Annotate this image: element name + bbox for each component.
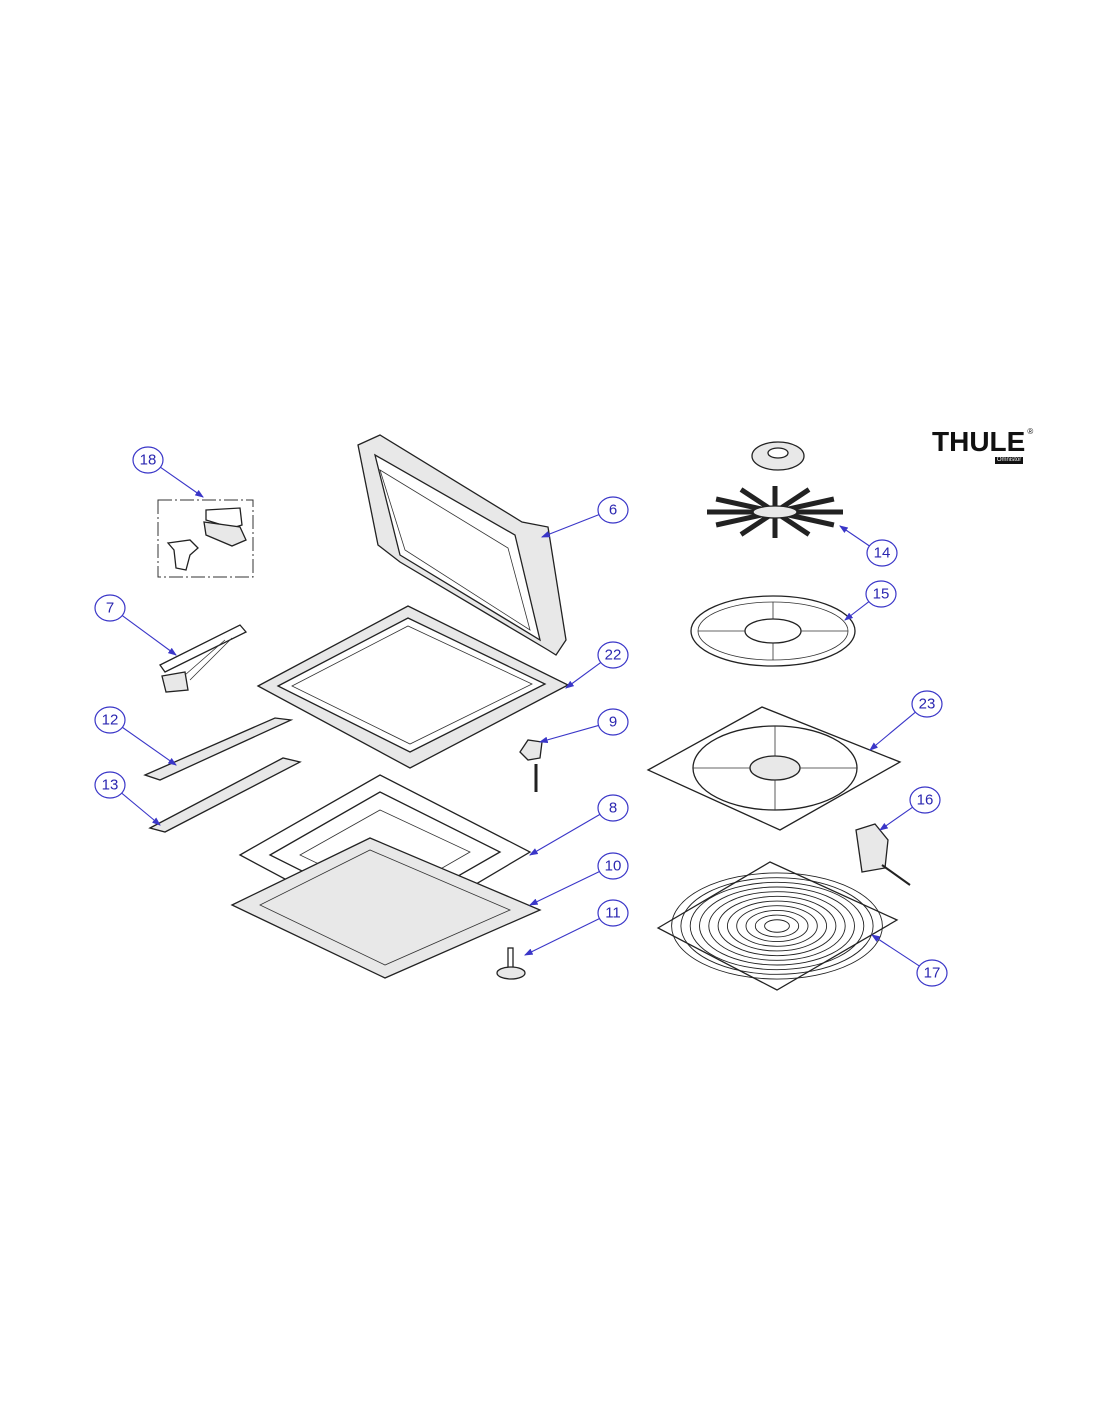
callout-15: 15 <box>844 580 897 621</box>
logo-registered: ® <box>1027 427 1034 436</box>
leader-line <box>120 792 161 826</box>
callout-label: 16 <box>917 792 934 809</box>
leader-line <box>159 466 204 498</box>
callout-18: 18 <box>132 446 204 498</box>
callout-11: 11 <box>524 899 629 956</box>
callout-label: 14 <box>874 545 891 562</box>
callout-22: 22 <box>565 641 629 689</box>
callout-circle <box>597 641 629 669</box>
grille-ring <box>726 900 828 952</box>
callout-label: 22 <box>605 647 622 664</box>
callout-label: 12 <box>102 712 119 729</box>
logo-sub: Omnistor <box>994 457 1024 464</box>
callout-label: 17 <box>924 965 941 982</box>
callout-label: 23 <box>919 696 936 713</box>
callout-16: 16 <box>879 786 941 831</box>
grille-ring <box>764 919 790 933</box>
leader-line <box>844 600 870 621</box>
logo-row: THULE ® <box>932 428 1033 456</box>
part-18-hinge-kit <box>157 499 254 578</box>
callout-circle <box>909 786 941 814</box>
callout-17: 17 <box>871 934 948 987</box>
callout-label: 6 <box>609 502 617 519</box>
leader-line <box>871 934 921 968</box>
callout-9: 9 <box>538 708 629 744</box>
grille-ring <box>689 881 865 971</box>
callout-7: 7 <box>94 594 177 656</box>
grille-ring <box>736 905 818 947</box>
part-12-strip <box>143 717 294 781</box>
part-23-fan-housing <box>646 706 902 831</box>
callout-circle <box>865 580 897 608</box>
part-14-fan <box>707 441 843 538</box>
callout-label: 9 <box>609 714 617 731</box>
callout-circle <box>597 496 629 524</box>
leader-line <box>121 726 177 766</box>
grille-ring <box>699 886 855 966</box>
part-11-crank-knob <box>496 947 526 980</box>
callout-label: 13 <box>102 777 119 794</box>
callout-label: 11 <box>605 905 621 922</box>
leader-line <box>879 806 914 831</box>
leader-line <box>121 614 177 656</box>
callout-circle <box>94 771 126 799</box>
callout-circle <box>94 594 126 622</box>
callout-6: 6 <box>540 496 629 538</box>
grille-ring <box>671 872 883 980</box>
callout-circle <box>597 708 629 736</box>
callout-12: 12 <box>94 706 177 766</box>
callout-circle <box>911 690 943 718</box>
callout-circle <box>597 899 629 927</box>
callout-label: 10 <box>605 858 622 875</box>
leader-line <box>538 724 600 744</box>
part-15-fan-ring <box>690 595 856 667</box>
part-13-strip <box>148 757 302 833</box>
leader-line <box>529 813 602 856</box>
part-10-base-frame <box>230 837 542 979</box>
grille-ring <box>745 909 809 943</box>
leader-line <box>529 870 601 906</box>
callout-circle <box>132 446 164 474</box>
callout-circle <box>597 852 629 880</box>
leader-line <box>869 711 917 751</box>
part-6-lid <box>357 434 567 656</box>
grille-ring <box>708 891 846 961</box>
leader-line <box>839 525 871 547</box>
grille-ring <box>680 877 874 975</box>
callout-10: 10 <box>529 852 629 906</box>
leader-line <box>540 513 601 538</box>
part-9-clip <box>519 739 543 792</box>
callout-label: 18 <box>140 452 157 469</box>
grille-ring <box>754 914 800 938</box>
callout-label: 8 <box>609 800 617 817</box>
thule-logo: THULE ® Omnistor <box>932 428 1033 464</box>
callout-circle <box>916 959 948 987</box>
part-16-switch <box>855 823 911 886</box>
callout-14: 14 <box>839 525 898 567</box>
grille-ring <box>717 895 837 957</box>
part-17-grille <box>656 861 899 991</box>
callout-label: 15 <box>873 586 890 603</box>
logo-brand: THULE <box>932 426 1026 457</box>
callout-circle <box>597 794 629 822</box>
callout-circle <box>866 539 898 567</box>
leader-line <box>565 661 602 689</box>
callout-8: 8 <box>529 794 629 856</box>
callout-23: 23 <box>869 690 943 751</box>
callout-circle <box>94 706 126 734</box>
callout-label: 7 <box>106 600 114 617</box>
leader-line <box>524 917 601 956</box>
callout-13: 13 <box>94 771 161 826</box>
part-7-operating-arm <box>159 624 248 693</box>
